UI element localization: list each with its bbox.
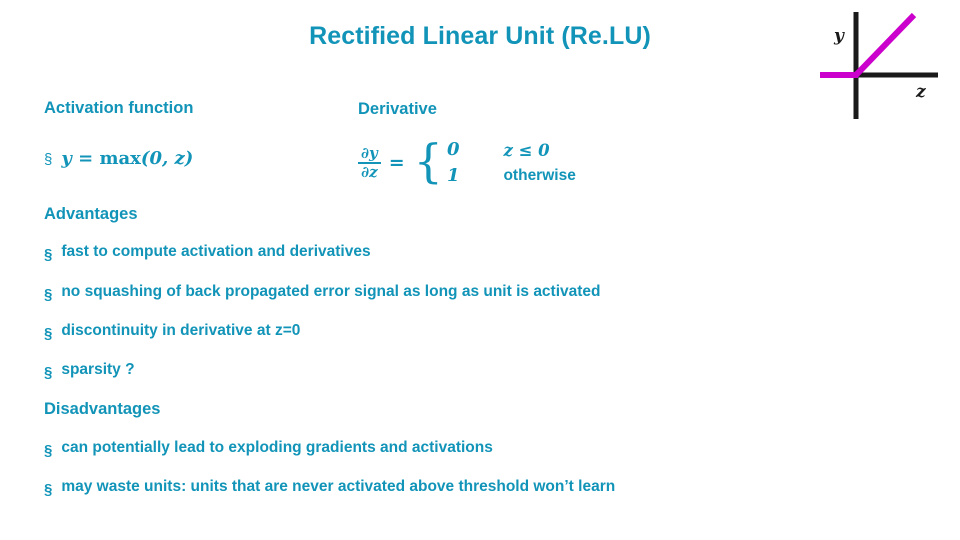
bullet-icon: § bbox=[44, 286, 53, 303]
activation-formula: y = max(0, z) bbox=[61, 148, 193, 169]
list-item-label: sparsity ? bbox=[61, 361, 135, 378]
bullet-icon: § bbox=[44, 364, 53, 381]
derivative-conditions: z ≤ 0 otherwise bbox=[503, 138, 575, 189]
disadvantages-heading: Disadvantages bbox=[44, 400, 161, 418]
formula-equals: = bbox=[78, 148, 94, 169]
list-item-label: no squashing of back propagated error si… bbox=[61, 283, 601, 300]
case-value-0: 0 bbox=[446, 139, 460, 160]
list-item: § can potentially lead to exploding grad… bbox=[44, 439, 493, 459]
bullet-icon: § bbox=[44, 325, 53, 342]
derivative-cases: 0 1 bbox=[447, 137, 460, 189]
case-value-1: 1 bbox=[446, 165, 460, 187]
page-title: Rectified Linear Unit (Re.LU) bbox=[309, 22, 651, 50]
list-item: § discontinuity in derivative at z=0 bbox=[44, 322, 301, 342]
fraction-numerator: ∂y bbox=[361, 143, 378, 162]
formula-fn: max bbox=[99, 148, 141, 169]
z-axis-label: z bbox=[916, 82, 926, 102]
list-item: § sparsity ? bbox=[44, 361, 135, 381]
fraction-bar bbox=[358, 162, 381, 164]
list-item-label: may waste units: units that are never ac… bbox=[61, 478, 616, 495]
partial-derivative-fraction: ∂y ∂z bbox=[358, 143, 381, 181]
advantages-heading: Advantages bbox=[44, 205, 138, 223]
fraction-denominator: ∂z bbox=[361, 162, 378, 181]
relu-linear-segment bbox=[853, 12, 917, 78]
bullet-icon: § bbox=[44, 151, 53, 168]
list-item-label: fast to compute activation and derivativ… bbox=[61, 243, 371, 260]
condition-0: z ≤ 0 bbox=[503, 140, 550, 160]
bullet-icon: § bbox=[44, 246, 53, 263]
brace-icon: { bbox=[413, 134, 443, 189]
relu-graph-svg bbox=[820, 12, 938, 119]
formula-args: (0, z) bbox=[140, 148, 194, 169]
derivative-formula: ∂y ∂z = { 0 1 z ≤ 0 otherwise bbox=[358, 137, 576, 189]
list-item-label: discontinuity in derivative at z=0 bbox=[61, 322, 301, 339]
formula-lhs: y bbox=[61, 148, 72, 169]
activation-formula-row: § y = max(0, z) bbox=[44, 148, 193, 169]
list-item: § no squashing of back propagated error … bbox=[44, 283, 601, 303]
y-axis-label: y bbox=[834, 26, 844, 46]
list-item: § may waste units: units that are never … bbox=[44, 478, 616, 498]
list-item-label: can potentially lead to exploding gradie… bbox=[61, 439, 493, 456]
list-item: § fast to compute activation and derivat… bbox=[44, 243, 371, 263]
derivative-equals: = bbox=[388, 152, 405, 175]
relu-graph: y z bbox=[820, 4, 960, 129]
condition-1: otherwise bbox=[503, 166, 576, 184]
derivative-heading: Derivative bbox=[358, 100, 437, 118]
bullet-icon: § bbox=[44, 481, 53, 498]
bullet-icon: § bbox=[44, 442, 53, 459]
activation-function-heading: Activation function bbox=[44, 99, 194, 117]
